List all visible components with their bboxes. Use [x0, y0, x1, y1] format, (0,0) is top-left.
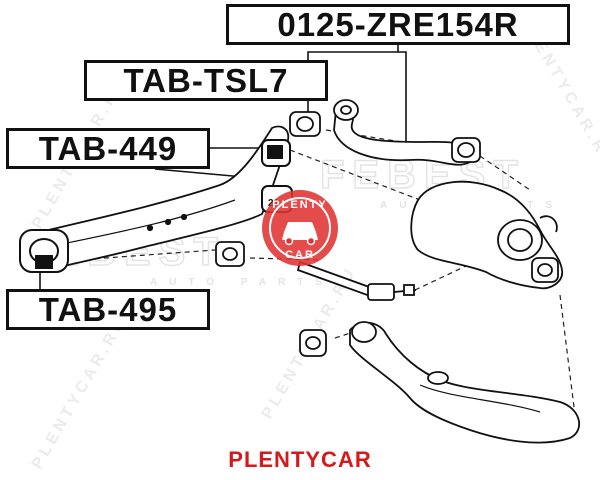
bushing-tab-tsl7: [289, 111, 321, 137]
watermark-sub-left: AUTO PARTS: [150, 277, 334, 288]
part-label-tab-tsl7: TAB-TSL7: [84, 60, 328, 101]
lower-control-arm: [349, 321, 581, 444]
seal-text-top: PLENTY: [272, 199, 327, 211]
loose-bushing: [215, 241, 245, 267]
seal-text-bottom: CAR: [285, 249, 315, 261]
part-number-tab-tsl7: TAB-TSL7: [123, 61, 289, 99]
part-number-zre154r: 0125-ZRE154R: [277, 5, 519, 43]
lower-arm-bushing: [299, 329, 327, 357]
knuckle: [410, 180, 563, 290]
part-number-tab-449: TAB-449: [38, 129, 178, 167]
upper-control-arm: [333, 99, 481, 166]
part-label-tab-495: TAB-495: [6, 289, 210, 330]
car-icon: [282, 222, 318, 246]
part-label-zre154r: 0125-ZRE154R: [226, 4, 570, 45]
footer-brand: PLENTYCAR: [228, 447, 372, 472]
part-label-tab-449: TAB-449: [6, 128, 210, 169]
leader-zre-b: [398, 51, 407, 148]
toe-link-rod: [296, 260, 417, 301]
trailing-link: [38, 125, 290, 270]
part-number-tab-495: TAB-495: [38, 290, 178, 328]
plentycar-seal-icon: PLENTY CAR: [262, 190, 338, 266]
bushing-tab-495: [19, 229, 69, 273]
